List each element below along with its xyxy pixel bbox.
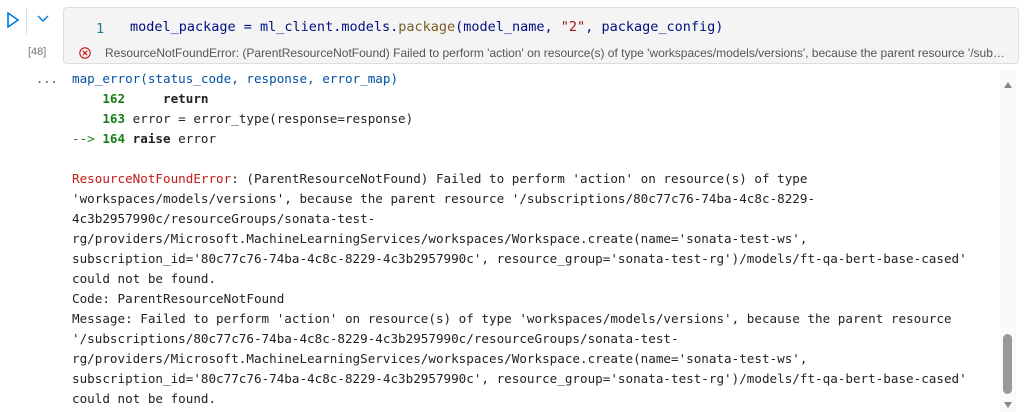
output-line: subscription_id='80c77c76-74ba-4c8c-8229…: [72, 251, 967, 266]
code-cell-editor[interactable]: [63, 7, 1019, 64]
run-cell-icon[interactable]: [6, 12, 20, 28]
code-part: , package_config): [585, 19, 724, 35]
output-line: Message: Failed to perform 'action' on r…: [72, 311, 952, 326]
output-line: 'workspaces/models/versions', because th…: [72, 191, 816, 206]
code-function: package: [398, 19, 456, 35]
output-line: 162 return: [102, 91, 209, 106]
execution-count: [48]: [28, 46, 47, 58]
code-string: "2": [560, 19, 586, 35]
output-line: rg/providers/Microsoft.MachineLearningSe…: [72, 231, 808, 246]
output-line: rg/providers/Microsoft.MachineLearningSe…: [72, 351, 808, 366]
scroll-down-arrow-icon[interactable]: [1004, 402, 1012, 408]
output-more-button[interactable]: ...: [36, 72, 58, 86]
scroll-up-arrow-icon[interactable]: [1004, 82, 1012, 88]
code-line[interactable]: model_package = ml_client.models.package…: [130, 19, 723, 35]
output-line: could not be found.: [72, 271, 217, 286]
output-line: Code: ParentResourceNotFound: [72, 291, 285, 306]
error-output: map_error(status_code, response, error_m…: [72, 69, 967, 409]
output-line: 163 error = error_type(response=response…: [102, 111, 414, 126]
divider: [26, 8, 27, 34]
error-summary[interactable]: ResourceNotFoundError: (ParentResourceNo…: [105, 46, 1010, 60]
output-line: subscription_id='80c77c76-74ba-4c8c-8229…: [72, 371, 967, 386]
error-icon: [79, 47, 91, 59]
output-scrollbar[interactable]: [1000, 70, 1016, 412]
output-line: --> 164 raise error: [72, 131, 217, 146]
code-part: (model_name,: [455, 19, 561, 35]
output-line: ResourceNotFoundError: (ParentResourceNo…: [72, 171, 808, 186]
chevron-down-icon[interactable]: [36, 14, 50, 24]
output-line: 4c3b2957990c/resourceGroups/sonata-test-: [72, 211, 376, 226]
output-line: '/subscriptions/80c77c76-74ba-4c8c-8229-…: [72, 331, 679, 346]
code-part: model_package = ml_client.models.: [130, 19, 399, 35]
output-line: could not be found.: [72, 391, 217, 406]
line-number: 1: [96, 21, 105, 37]
output-line: [72, 149, 967, 169]
output-line: map_error(status_code, response, error_m…: [72, 71, 399, 86]
scrollbar-thumb[interactable]: [1003, 334, 1012, 394]
